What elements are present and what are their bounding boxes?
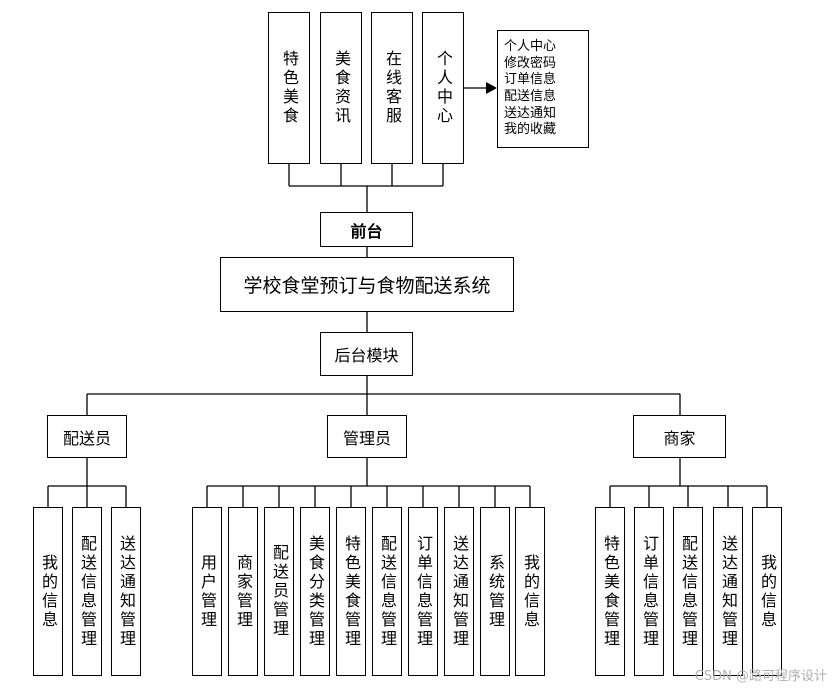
list-item: 个人中心: [504, 39, 557, 55]
frontend-item-label: 个人中心: [434, 50, 453, 126]
frontend-item-label: 在线客服: [383, 50, 402, 126]
leaf-node: 送达通知管理: [111, 507, 141, 676]
leaf-node: 配送信息管理: [72, 507, 102, 676]
leaf-label: 我的信息: [758, 553, 777, 630]
role-label: 配送员: [62, 428, 111, 448]
leaf-label: 特色美食管理: [601, 534, 620, 649]
system-title: 学校食堂预订与食物配送系统: [243, 275, 491, 297]
leaf-node: 我的信息: [752, 507, 782, 676]
leaf-label: 系统管理: [486, 553, 505, 630]
role-merchant: 商家: [633, 415, 726, 458]
role-administrator: 管理员: [327, 415, 407, 458]
leaf-label: 配送信息管理: [679, 534, 698, 649]
leaf-label: 配送信息管理: [78, 534, 97, 649]
leaf-node: 商家管理: [228, 507, 258, 676]
leaf-node: 美食分类管理: [300, 507, 330, 676]
frontend-item-label: 特色美食: [280, 50, 299, 126]
leaf-node: 送达通知管理: [713, 507, 743, 676]
leaf-label: 配送员管理: [270, 544, 289, 639]
leaf-node: 配送员管理: [264, 507, 294, 676]
leaf-label: 配送信息管理: [378, 534, 397, 649]
leaf-node: 配送信息管理: [372, 507, 402, 676]
leaf-label: 订单信息管理: [414, 534, 433, 649]
role-delivery-staff: 配送员: [47, 415, 127, 458]
leaf-label: 订单信息管理: [640, 534, 659, 649]
frontend-item-personal-center: 个人中心: [422, 12, 464, 164]
leaf-label: 商家管理: [234, 553, 253, 630]
leaf-label: 用户管理: [198, 553, 217, 630]
list-item: 配送信息: [504, 89, 557, 104]
list-item: 送达通知: [504, 105, 557, 121]
leaf-node: 送达通知管理: [444, 507, 474, 676]
role-label: 商家: [663, 428, 696, 448]
backend-node: 后台模块: [320, 332, 413, 376]
frontend-item-online-service: 在线客服: [371, 12, 413, 164]
frontend-item-food-news: 美食资讯: [320, 12, 362, 164]
leaf-label: 送达通知管理: [719, 534, 738, 649]
leaf-label: 送达通知管理: [117, 534, 136, 649]
leaf-label: 送达通知管理: [450, 534, 469, 649]
arrow-head: [486, 82, 497, 94]
frontend-node: 前台: [320, 212, 413, 247]
leaf-node: 订单信息管理: [408, 507, 438, 676]
leaf-node: 我的信息: [515, 507, 545, 676]
leaf-label: 美食分类管理: [306, 534, 325, 649]
leaf-node: 用户管理: [192, 507, 222, 676]
watermark: CSDN @路可程序设计: [694, 669, 827, 684]
leaf-label: 我的信息: [521, 553, 540, 630]
frontend-label: 前台: [350, 221, 383, 241]
list-item: 我的收藏: [504, 122, 557, 138]
leaf-node: 系统管理: [480, 507, 510, 676]
leaf-node: 特色美食管理: [336, 507, 366, 676]
leaf-label: 我的信息: [39, 553, 58, 630]
system-title-node: 学校食堂预订与食物配送系统: [220, 257, 514, 312]
frontend-item-label: 美食资讯: [332, 50, 351, 126]
leaf-node: 我的信息: [33, 507, 63, 676]
frontend-item-special-food: 特色美食: [268, 12, 310, 164]
leaf-label: 特色美食管理: [342, 534, 361, 649]
leaf-node: 特色美食管理: [595, 507, 625, 676]
role-label: 管理员: [342, 428, 391, 448]
personal-center-list: 个人中心 修改密码 订单信息 配送信息 送达通知 我的收藏: [497, 30, 589, 148]
list-item: 订单信息: [504, 72, 557, 88]
leaf-node: 订单信息管理: [634, 507, 664, 676]
list-item: 修改密码: [504, 55, 557, 71]
backend-label: 后台模块: [334, 346, 399, 365]
leaf-node: 配送信息管理: [673, 507, 703, 676]
